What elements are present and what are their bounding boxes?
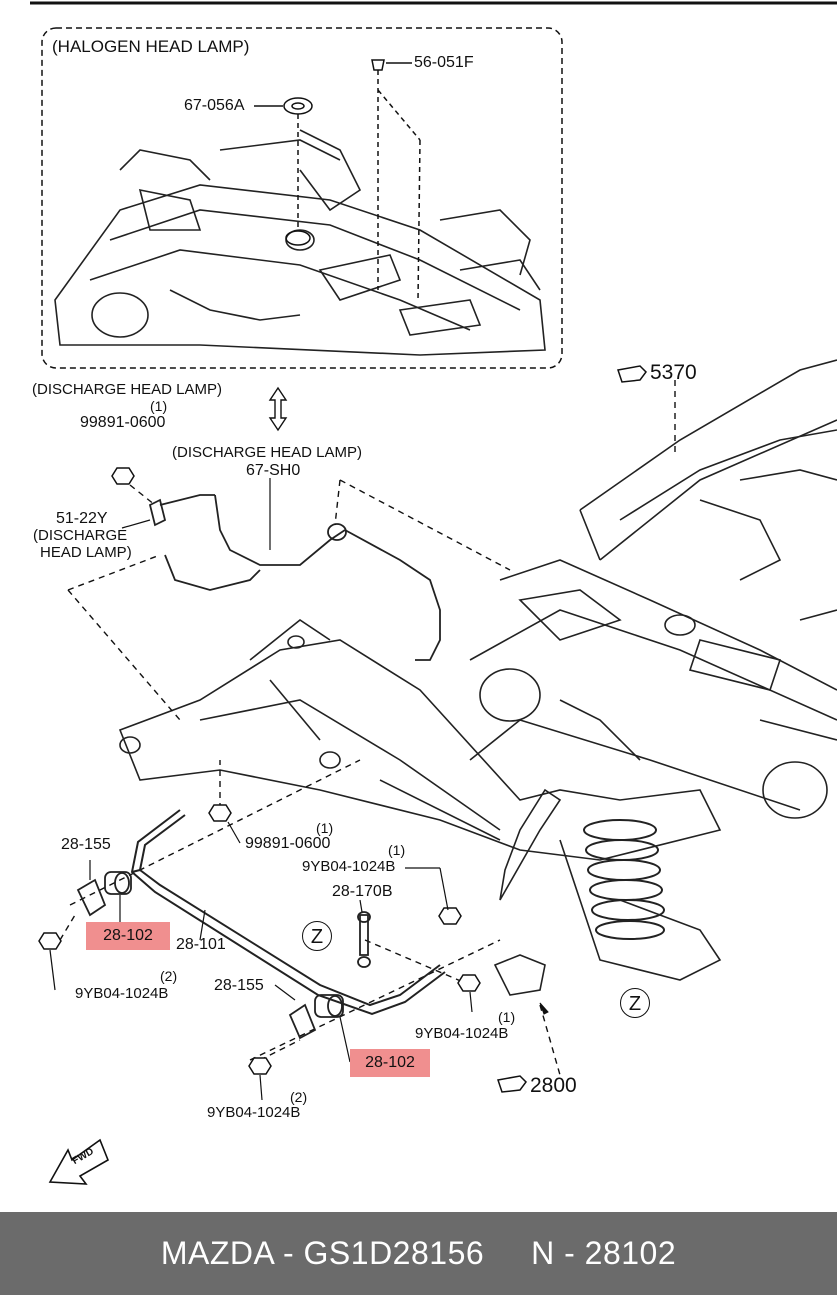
inset-part-markers bbox=[254, 59, 421, 301]
qty-9yb04-d: (2) bbox=[290, 1089, 308, 1105]
arrow-2800 bbox=[539, 1002, 549, 1015]
main-undercover-drawing bbox=[469, 359, 837, 819]
part-28-101[interactable]: 28-101 bbox=[176, 936, 226, 953]
discharge-paren-line1: (DISCHARGE bbox=[33, 527, 128, 544]
highlight-28-102-b[interactable]: 28-102 bbox=[350, 1049, 430, 1077]
part-28-155-b[interactable]: 28-155 bbox=[214, 977, 264, 994]
part-number-caption: MAZDA - GS1D28156 N - 28102 bbox=[160, 1235, 677, 1271]
discharge-head-lamp-center: (DISCHARGE HEAD LAMP) bbox=[172, 444, 363, 461]
qty-99891-a: (1) bbox=[150, 398, 168, 414]
view-z-marker-a[interactable]: Z bbox=[302, 921, 332, 951]
stabilizer-bar-drawing bbox=[130, 809, 446, 1016]
qty-9yb04-c: (1) bbox=[498, 1009, 516, 1025]
part-9yb04-1024b-a[interactable]: 9YB04-1024B bbox=[302, 858, 396, 875]
part-9yb04-1024b-c[interactable]: 9YB04-1024B bbox=[415, 1025, 509, 1042]
inset-link-arrow bbox=[268, 386, 288, 432]
solid-leaders bbox=[49, 478, 473, 1101]
nuts-drawing bbox=[38, 467, 481, 1075]
ref-5370[interactable]: 5370 bbox=[650, 361, 697, 384]
part-28-102-b: 28-102 bbox=[365, 1054, 415, 1071]
qty-9yb04-b: (2) bbox=[160, 968, 178, 984]
part-28-155-a[interactable]: 28-155 bbox=[61, 836, 111, 853]
part-99891-0600-b[interactable]: 99891-0600 bbox=[245, 835, 331, 852]
part-9yb04-1024b-d[interactable]: 9YB04-1024B bbox=[207, 1104, 301, 1121]
halogen-title: (HALOGEN HEAD LAMP) bbox=[52, 37, 250, 56]
part-51-22y[interactable]: 51-22Y bbox=[56, 510, 108, 527]
crossmember-drawing bbox=[118, 619, 722, 996]
footer-bar: MAZDA - GS1D28156 N - 28102 bbox=[0, 1212, 837, 1295]
halogen-inset-box bbox=[41, 27, 563, 369]
part-9yb04-1024b-b[interactable]: 9YB04-1024B bbox=[75, 985, 169, 1002]
part-28-170b[interactable]: 28-170B bbox=[332, 883, 393, 900]
part-56-051f[interactable]: 56-051F bbox=[414, 54, 474, 71]
part-28-102-a: 28-102 bbox=[103, 927, 153, 944]
view-z-marker-b[interactable]: Z bbox=[620, 988, 650, 1018]
qty-9yb04-a: (1) bbox=[388, 842, 406, 858]
halogen-undercover-drawing bbox=[54, 129, 546, 356]
qty-99891-b: (1) bbox=[316, 820, 334, 836]
dashed-leaders bbox=[59, 380, 676, 1076]
hand-reference-icons bbox=[497, 365, 647, 1093]
coil-spring-drawing bbox=[583, 819, 665, 940]
part-67-056a[interactable]: 67-056A bbox=[184, 97, 245, 114]
harness-drawing bbox=[148, 494, 441, 661]
highlight-28-102-a[interactable]: 28-102 bbox=[86, 922, 170, 950]
part-67-sh0[interactable]: 67-SH0 bbox=[246, 462, 301, 479]
ref-2800[interactable]: 2800 bbox=[530, 1074, 577, 1097]
discharge-head-lamp-left: (DISCHARGE HEAD LAMP) bbox=[32, 381, 223, 398]
fwd-arrow-icon bbox=[48, 1138, 110, 1185]
part-99891-0600-a[interactable]: 99891-0600 bbox=[80, 414, 166, 431]
bushings-drawing bbox=[76, 871, 371, 1040]
parts-diagram bbox=[30, 1, 837, 1185]
discharge-paren-line2: HEAD LAMP) bbox=[40, 544, 132, 561]
